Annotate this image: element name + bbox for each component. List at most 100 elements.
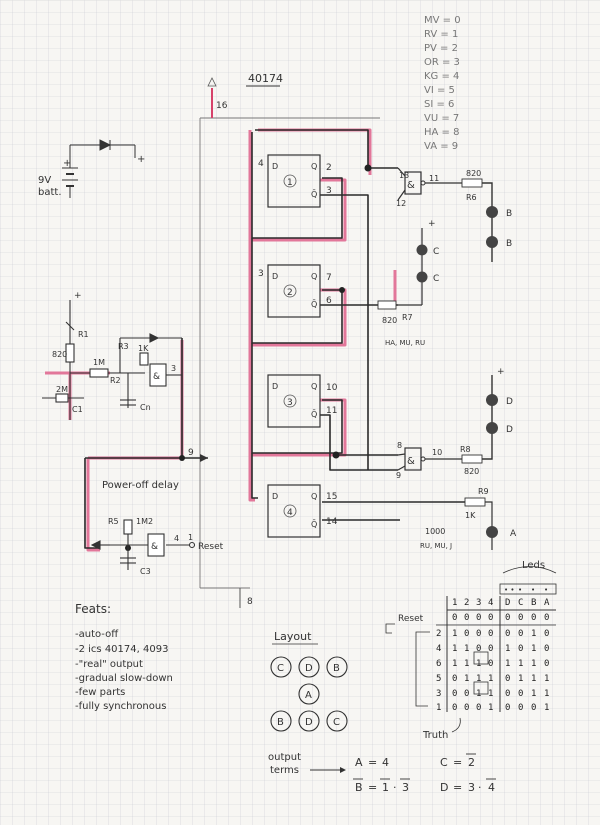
ff-number-circle — [283, 394, 297, 408]
svg-text:1: 1 — [505, 644, 510, 654]
led-d-label-2: D — [506, 425, 513, 435]
ff-q-label: Q — [311, 162, 317, 171]
feats-item: -auto-off — [75, 629, 119, 640]
battery-voltage: 9V — [38, 175, 51, 186]
svg-text:=: = — [453, 756, 462, 769]
tt-header: A — [544, 598, 550, 608]
ff-q-pin: 7 — [326, 273, 332, 283]
svg-text:1: 1 — [518, 674, 523, 684]
layout-led-label: D — [305, 717, 313, 728]
ff-qbar-label: Q̄ — [311, 299, 317, 309]
svg-text:1: 1 — [452, 659, 457, 669]
table-row: 3 0 0 1 1 0 0 1 1 — [436, 689, 549, 699]
ff-d-label: D — [272, 382, 278, 391]
svg-text:1K: 1K — [138, 344, 149, 353]
term-b-rhs-2: 3 — [402, 781, 409, 794]
ff-number: 2 — [287, 288, 293, 298]
table-row: 0 0 0 0 0 0 0 0 — [452, 613, 549, 623]
svg-text:1M: 1M — [93, 358, 105, 367]
svg-text:3: 3 — [436, 689, 441, 699]
svg-text:1: 1 — [464, 674, 469, 684]
svg-text:R2: R2 — [110, 376, 121, 385]
ff-d-pin: 4 — [258, 159, 264, 169]
svg-text:0: 0 — [518, 644, 523, 654]
feats-section: Feats: -auto-off -2 ics 40174, 4093 -"re… — [75, 602, 173, 712]
svg-text:1: 1 — [488, 703, 493, 713]
tt-header: C — [518, 598, 523, 608]
ff-qbar-label: Q̄ — [311, 519, 317, 529]
table-row: 5 0 1 1 1 0 1 1 1 — [436, 674, 549, 684]
svg-text:R5: R5 — [108, 517, 119, 526]
tt-header: B — [531, 598, 536, 608]
feats-item: -gradual slow-down — [75, 673, 173, 684]
svg-text:R7: R7 — [402, 313, 413, 322]
ff-q-pin: 10 — [326, 383, 338, 393]
svg-text:0: 0 — [531, 703, 536, 713]
svg-text:C3: C3 — [140, 567, 151, 576]
ff-q-label: Q — [311, 492, 317, 501]
svg-text:0: 0 — [531, 613, 536, 623]
pin-map-item: VI = 5 — [424, 85, 455, 96]
svg-text:&: & — [407, 180, 415, 191]
tt-header: 2 — [464, 598, 469, 608]
junction-dot — [332, 451, 340, 459]
svg-text:1: 1 — [464, 659, 469, 669]
svg-text:=: = — [368, 781, 377, 794]
svg-text:0: 0 — [464, 703, 469, 713]
truth-label: Truth — [422, 730, 448, 741]
pin-map-item: KG = 4 — [424, 71, 459, 82]
svg-text:0: 0 — [488, 629, 493, 639]
ff-number-circle — [283, 174, 297, 188]
tt-header: 3 — [476, 598, 481, 608]
svg-text:0: 0 — [464, 613, 469, 623]
svg-text:1: 1 — [531, 689, 536, 699]
layout-led-label: C — [277, 663, 284, 674]
svg-text:0: 0 — [544, 629, 549, 639]
svg-text:0: 0 — [544, 659, 549, 669]
oscillator — [42, 300, 182, 420]
svg-text:0: 0 — [518, 689, 523, 699]
svg-text:1: 1 — [544, 689, 549, 699]
battery-sub: batt. — [38, 187, 62, 198]
ff-d-label: D — [272, 272, 278, 281]
flip-flop-box — [267, 154, 321, 208]
svg-text:1M2: 1M2 — [136, 517, 153, 526]
svg-text:R1: R1 — [78, 330, 89, 339]
leds-label: Leds — [522, 560, 545, 571]
clock-arrow-icon — [200, 454, 208, 462]
svg-text:0: 0 — [544, 613, 549, 623]
ff-qbar-label: Q̄ — [311, 189, 317, 199]
svg-text:0: 0 — [452, 703, 457, 713]
svg-text:1: 1 — [518, 659, 523, 669]
svg-text:0: 0 — [518, 703, 523, 713]
battery — [62, 139, 136, 198]
svg-text:1: 1 — [436, 703, 441, 713]
junction-dots — [125, 164, 372, 551]
flip-flop-box — [267, 484, 321, 538]
led-a-label: A — [510, 529, 517, 539]
pin-map-item: MV = 0 — [424, 15, 461, 26]
feats-item: -fully synchronous — [75, 701, 166, 712]
svg-text:1: 1 — [531, 659, 536, 669]
ff-q-label: Q — [311, 382, 317, 391]
svg-text:1: 1 — [464, 644, 469, 654]
led-c-pair: C C + — [416, 219, 439, 292]
svg-text:C1: C1 — [72, 405, 83, 414]
junction-dot — [364, 164, 372, 172]
layout-led-label: B — [277, 717, 284, 728]
svg-text:1: 1 — [531, 629, 536, 639]
resistor-r7 — [377, 300, 397, 310]
junction-dot — [339, 287, 345, 293]
dot-header: • • — [504, 586, 514, 594]
svg-text:=: = — [368, 756, 377, 769]
ff-qbar-pin: 11 — [326, 406, 337, 416]
svg-text:1: 1 — [452, 644, 457, 654]
table-row: 1 0 0 0 1 0 0 0 1 — [436, 703, 549, 713]
resistor-r9 — [464, 497, 486, 507]
svg-text:5: 5 — [436, 674, 441, 684]
svg-text:1: 1 — [488, 689, 493, 699]
led-d-label: D — [506, 397, 513, 407]
led-c-label: C — [433, 247, 439, 257]
svg-text:2: 2 — [436, 629, 441, 639]
